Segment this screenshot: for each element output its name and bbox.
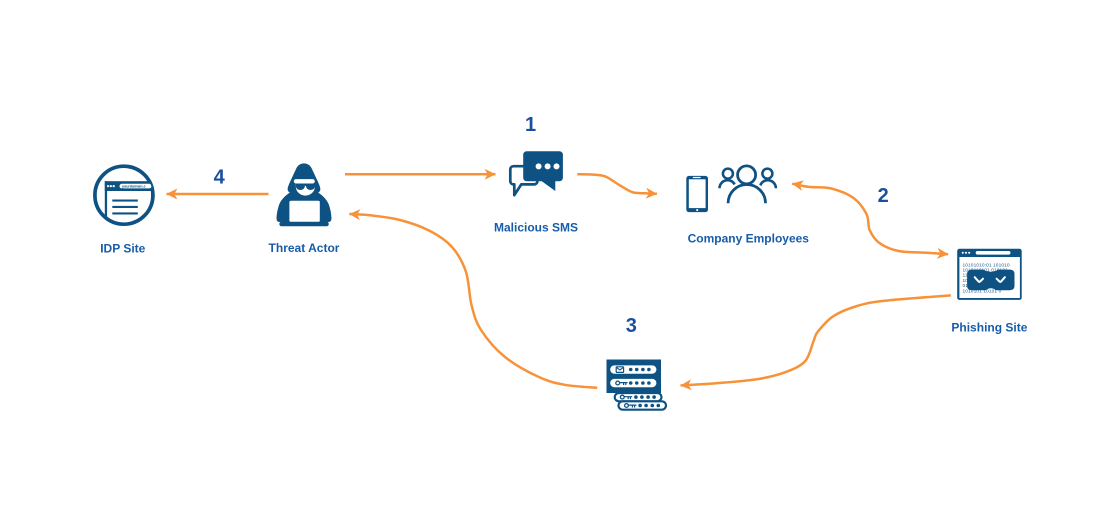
- svg-text:3: 3: [626, 315, 637, 337]
- svg-text:IDP Site: IDP Site: [100, 242, 145, 256]
- svg-text:yourdomain.c: yourdomain.c: [122, 185, 146, 189]
- svg-text:1010101 10101 0: 1010101 10101 0: [963, 288, 1002, 294]
- svg-text:Company Employees: Company Employees: [688, 231, 810, 245]
- svg-text:Phishing Site: Phishing Site: [951, 320, 1027, 334]
- svg-text:Threat Actor: Threat Actor: [269, 241, 340, 255]
- svg-text:2: 2: [878, 185, 889, 207]
- svg-text:Malicious SMS: Malicious SMS: [494, 220, 578, 234]
- svg-text:1: 1: [525, 114, 536, 136]
- svg-text:10101010:01 101010: 10101010:01 101010: [963, 262, 1010, 268]
- svg-text:4: 4: [214, 166, 226, 188]
